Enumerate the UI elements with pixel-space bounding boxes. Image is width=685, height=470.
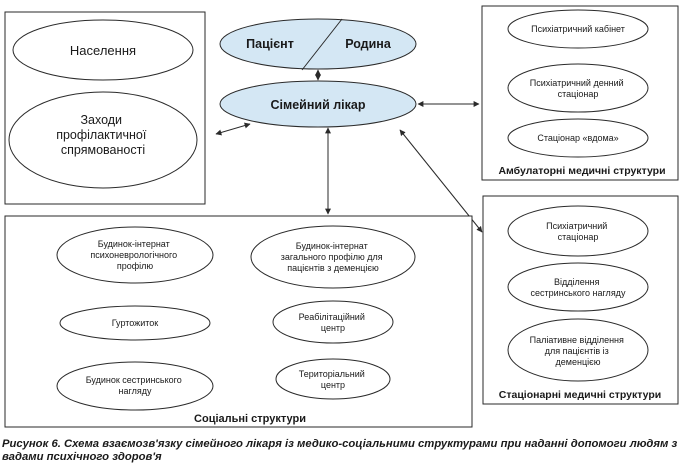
arrow-doctor-inpatient <box>399 129 483 233</box>
connector-arrows <box>215 69 483 233</box>
social-item <box>56 361 214 411</box>
svg-text:Територіальний центр: Територіальний центр <box>299 369 368 390</box>
figure-caption: Рисунок 6. Схема взаємозв'язку сімейного… <box>2 438 678 463</box>
svg-text:Паліативне відділення дл: Паліативне відділення для пацієнтів із д… <box>530 335 627 367</box>
population-box: Населення Заходи профілактичної спрямова… <box>4 11 206 205</box>
ambulatory-item <box>507 118 649 158</box>
inpatient-item <box>507 318 649 382</box>
population-label: Населення <box>70 43 136 58</box>
family-doctor-node: Сімейний лікар <box>219 80 417 128</box>
inpatient-title: Стаціонарні медичні структури <box>499 389 661 401</box>
svg-text:Психіатричний денний ста: Психіатричний денний стаціонар <box>530 78 626 99</box>
social-item <box>250 225 416 289</box>
svg-text:Гуртожиток: Гуртожиток <box>112 318 158 328</box>
ambulatory-item <box>507 9 649 49</box>
population-node <box>12 19 194 81</box>
social-item <box>275 358 391 400</box>
ambulatory-item <box>507 63 649 113</box>
svg-text:Відділення сестринського: Відділення сестринського нагляду <box>531 277 626 298</box>
ambulatory-box: Психіатричний кабінет Психіатричний денн… <box>481 5 679 181</box>
prevention-label: Заходи профілактичної спрямованості <box>56 113 150 157</box>
svg-text:Будинок-інтернат психоне: Будинок-інтернат психоневрологічного про… <box>90 239 179 271</box>
social-item <box>59 305 211 341</box>
patient-label: Пацієнт <box>246 37 294 51</box>
svg-text:Будинок-інтернат загальн: Будинок-інтернат загального профілю для … <box>281 241 385 273</box>
family-doctor-label: Сімейний лікар <box>270 98 365 112</box>
inpatient-item <box>507 205 649 257</box>
svg-text:Реабілітаційний центр: Реабілітаційний центр <box>299 312 368 333</box>
social-item <box>56 226 214 284</box>
social-title: Соціальні структури <box>194 413 306 425</box>
svg-text:Психіатричний кабінет: Психіатричний кабінет <box>531 24 625 34</box>
inpatient-box: Психіатричний стаціонар Відділення сестр… <box>482 195 679 405</box>
svg-text:Будинок сестринського на: Будинок сестринського нагляду <box>86 375 185 396</box>
patient-family-node: Пацієнт Родина <box>219 18 417 71</box>
social-item <box>272 300 394 344</box>
svg-text:Психіатричний стаціонар: Психіатричний стаціонар <box>546 221 610 242</box>
svg-text:Стаціонар «вдома»: Стаціонар «вдома» <box>537 133 618 143</box>
prevention-node <box>8 91 198 189</box>
social-box: Будинок-інтернат психоневрологічного про… <box>4 215 473 428</box>
inpatient-item <box>507 262 649 312</box>
arrow-doctor-prevention <box>215 122 251 136</box>
ambulatory-title: Амбулаторні медичні структури <box>498 165 665 177</box>
family-label: Родина <box>345 37 392 51</box>
